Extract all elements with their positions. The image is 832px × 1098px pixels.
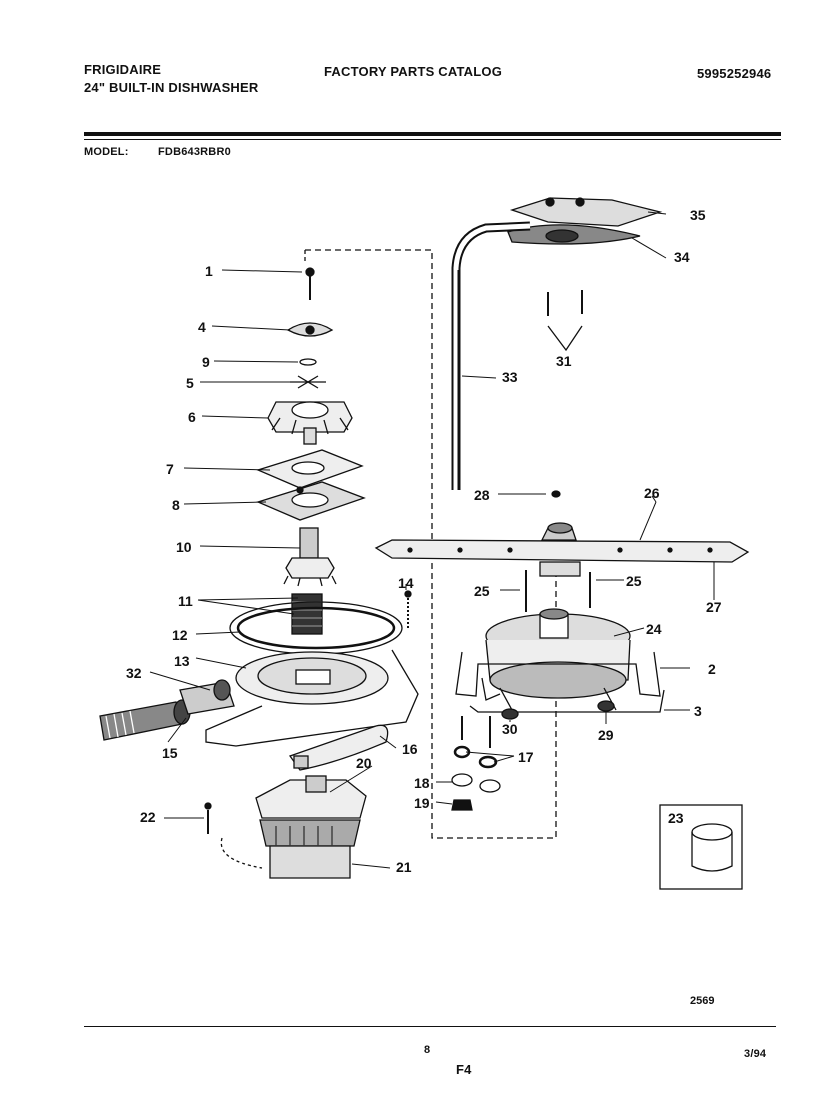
part-motor [220, 819, 361, 879]
label-9: 9 [202, 354, 210, 370]
part-upper-spray-arm [509, 197, 663, 227]
label-28: 28 [474, 487, 490, 503]
part-23-inset [659, 804, 743, 890]
label-1: 1 [205, 263, 213, 279]
part-cap [286, 322, 334, 337]
label-31: 31 [556, 353, 572, 369]
label-32: 32 [126, 665, 142, 681]
model-number: FDB643RBR0 [158, 146, 231, 158]
label-10: 10 [176, 539, 192, 555]
label-25b: 25 [626, 573, 642, 589]
part-small-nut [551, 490, 561, 498]
label-5: 5 [186, 375, 194, 391]
label-20: 20 [356, 755, 372, 771]
part-hub-screws [547, 290, 583, 352]
label-29: 29 [598, 727, 614, 743]
label-30: 30 [502, 721, 518, 737]
label-22: 22 [140, 809, 156, 825]
catalog-number: 5995252946 [697, 66, 772, 81]
label-12: 12 [172, 627, 188, 643]
label-33: 33 [502, 369, 518, 385]
label-24: 24 [646, 621, 662, 637]
part-seal [291, 593, 323, 635]
header-rule-thin [84, 139, 781, 140]
part-motor-mount [255, 775, 367, 819]
part-impeller-housing [267, 401, 353, 445]
label-14: 14 [398, 575, 414, 591]
label-15: 15 [162, 745, 178, 761]
part-lower-spray-arm [374, 522, 750, 577]
label-21: 21 [396, 859, 412, 875]
label-6: 6 [188, 409, 196, 425]
label-23: 23 [668, 810, 684, 826]
product-description: 24" BUILT-IN DISHWASHER [84, 80, 259, 95]
part-spray-arm-hub [507, 224, 641, 245]
header-rule-thick [84, 132, 781, 136]
part-feed-tube [451, 221, 531, 490]
label-19: 19 [414, 795, 430, 811]
part-drain-hose [99, 679, 235, 741]
part-grommet-30 [501, 708, 519, 720]
label-13: 13 [174, 653, 190, 669]
label-27: 27 [706, 599, 722, 615]
brand-name: FRIGIDAIRE [84, 62, 162, 77]
part-pump-housing [205, 649, 419, 747]
part-washers [451, 716, 501, 811]
drawing-number: 2569 [690, 995, 714, 1007]
label-16: 16 [402, 741, 418, 757]
leader-lines [149, 211, 715, 869]
label-26: 26 [644, 485, 660, 501]
part-sump-assembly [485, 608, 631, 711]
part-screw [305, 267, 315, 300]
catalog-title: FACTORY PARTS CATALOG [324, 64, 503, 79]
label-2: 2 [708, 661, 716, 677]
label-8: 8 [172, 497, 180, 513]
part-wire [469, 689, 665, 713]
label-7: 7 [166, 461, 174, 477]
part-heater-element [455, 651, 661, 701]
part-long-screw [404, 590, 412, 630]
part-plate [256, 449, 364, 489]
label-4: 4 [198, 319, 206, 335]
label-3: 3 [694, 703, 702, 719]
part-grommet-29 [597, 700, 615, 712]
label-25a: 25 [474, 583, 490, 599]
footer-rule [84, 1026, 776, 1027]
model-label: MODEL: [84, 146, 129, 158]
assembly-dashed-outline [305, 249, 557, 839]
part-impeller [283, 527, 337, 587]
section-code: F4 [456, 1062, 472, 1077]
label-18: 18 [414, 775, 430, 791]
part-motor-screw [204, 802, 212, 834]
label-35: 35 [690, 207, 706, 223]
part-cutter [290, 375, 326, 389]
part-gasket [256, 481, 366, 521]
part-number-labels: 1 2 3 4 5 6 7 8 9 10 11 12 13 14 15 16 1… [126, 207, 722, 1007]
part-arm-screws [525, 570, 591, 612]
label-17: 17 [518, 749, 534, 765]
page-number: 8 [424, 1044, 431, 1056]
label-11: 11 [178, 593, 193, 609]
revision-date: 3/94 [744, 1048, 767, 1060]
part-bracket [288, 724, 389, 771]
part-o-ring [299, 358, 317, 366]
label-34: 34 [674, 249, 690, 265]
